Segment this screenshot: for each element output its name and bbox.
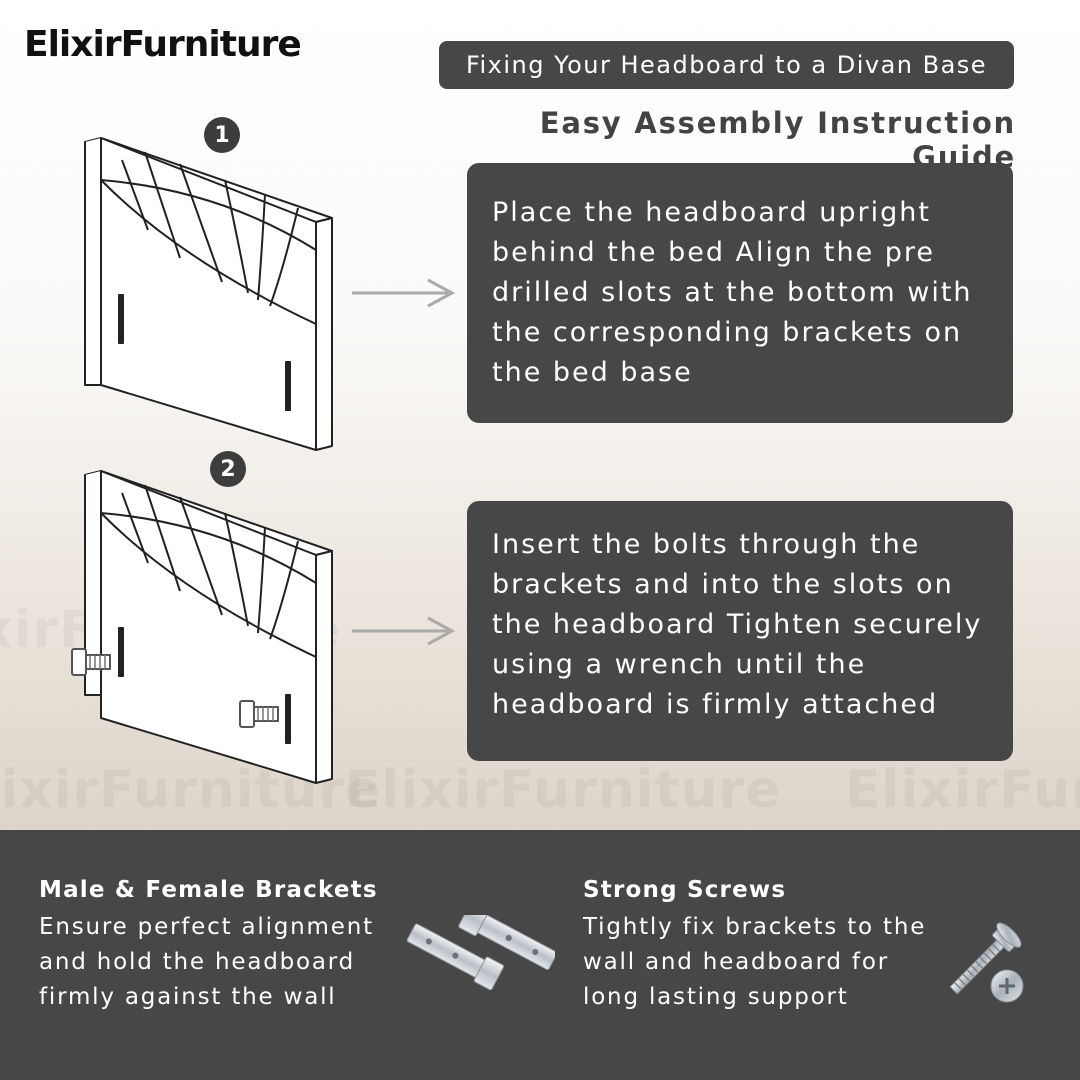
headboard-illustration-icon — [84, 137, 333, 451]
step-instruction-box: Place the headboard upright behind the b… — [467, 163, 1013, 423]
features-footer: Male & Female Brackets Ensure perfect al… — [0, 830, 1080, 1080]
step-instruction-box: Insert the bolts through the brackets an… — [467, 501, 1013, 761]
headboard-with-bolts-illustration-icon — [71, 470, 333, 784]
step-instruction-text: Insert the bolts through the brackets an… — [492, 529, 983, 720]
screw-icon — [949, 922, 1024, 1003]
guide-subject-banner: Fixing Your Headboard to a Divan Base — [439, 41, 1014, 89]
arrow-right-icon — [352, 278, 456, 308]
feature-title: Strong Screws — [583, 877, 787, 903]
brand-logo: ElixirFurniture — [24, 24, 302, 65]
step-number-badge: 2 — [210, 451, 246, 487]
arrow-right-icon — [352, 616, 456, 646]
step-number-badge: 1 — [204, 117, 240, 153]
feature-description: Ensure perfect alignment and hold the he… — [39, 914, 374, 1010]
bracket-icon — [406, 915, 555, 991]
watermark: ElixirFurniture — [845, 760, 1080, 820]
feature-title: Male & Female Brackets — [39, 877, 378, 903]
watermark: ElixirFurniture — [345, 760, 781, 820]
step-instruction-text: Place the headboard upright behind the b… — [492, 197, 973, 388]
feature-description: Tightly fix brackets to the wall and hea… — [583, 914, 927, 1010]
